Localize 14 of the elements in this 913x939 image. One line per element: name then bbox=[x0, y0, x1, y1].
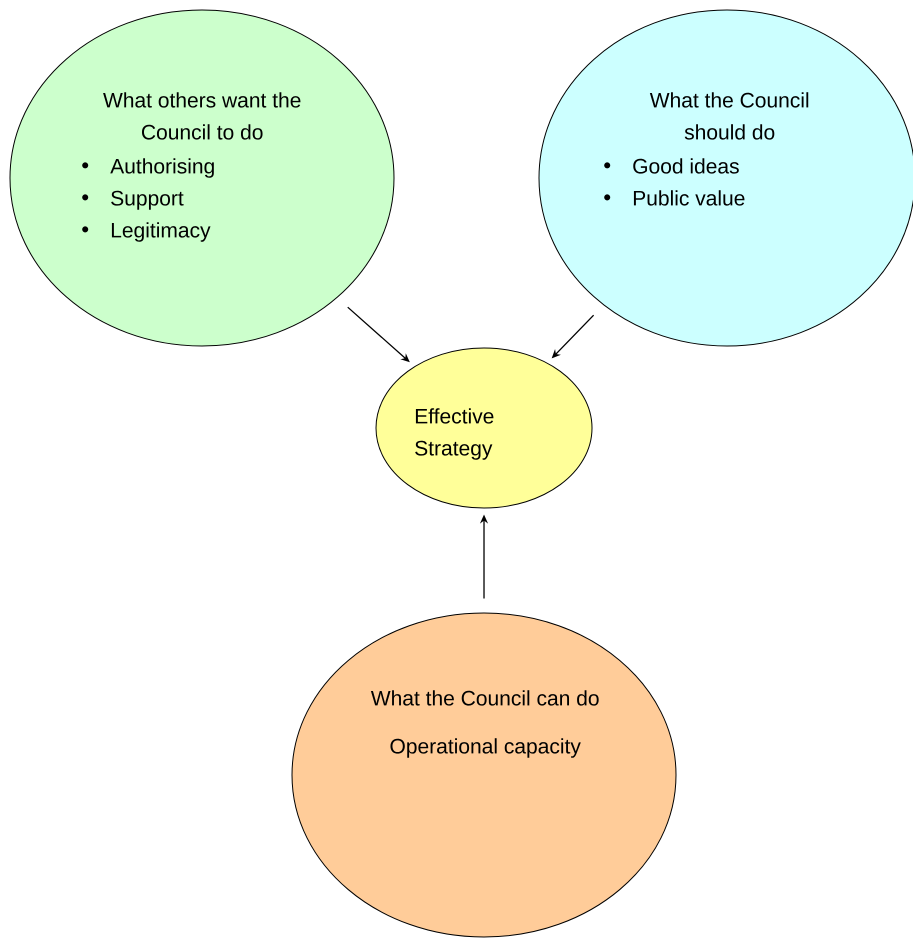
list-item: Authorising bbox=[110, 158, 214, 178]
node-title: Effective Strategy bbox=[415, 408, 494, 460]
node-title: What the Council should do bbox=[650, 92, 808, 140]
list-item: Support bbox=[111, 190, 184, 210]
ellipse-node bbox=[292, 612, 676, 938]
body-text: Operational capacity bbox=[390, 738, 581, 758]
ellipse-node bbox=[10, 10, 394, 346]
list-item: Public value bbox=[634, 190, 744, 206]
list-item: Legitimacy bbox=[112, 222, 211, 242]
list-item: Good ideas bbox=[633, 158, 739, 174]
node-title: What others want the Council to do bbox=[103, 92, 300, 140]
ellipse-node bbox=[376, 348, 592, 508]
ellipse-node bbox=[538, 10, 913, 346]
node-title: What the Council can do bbox=[370, 690, 599, 706]
